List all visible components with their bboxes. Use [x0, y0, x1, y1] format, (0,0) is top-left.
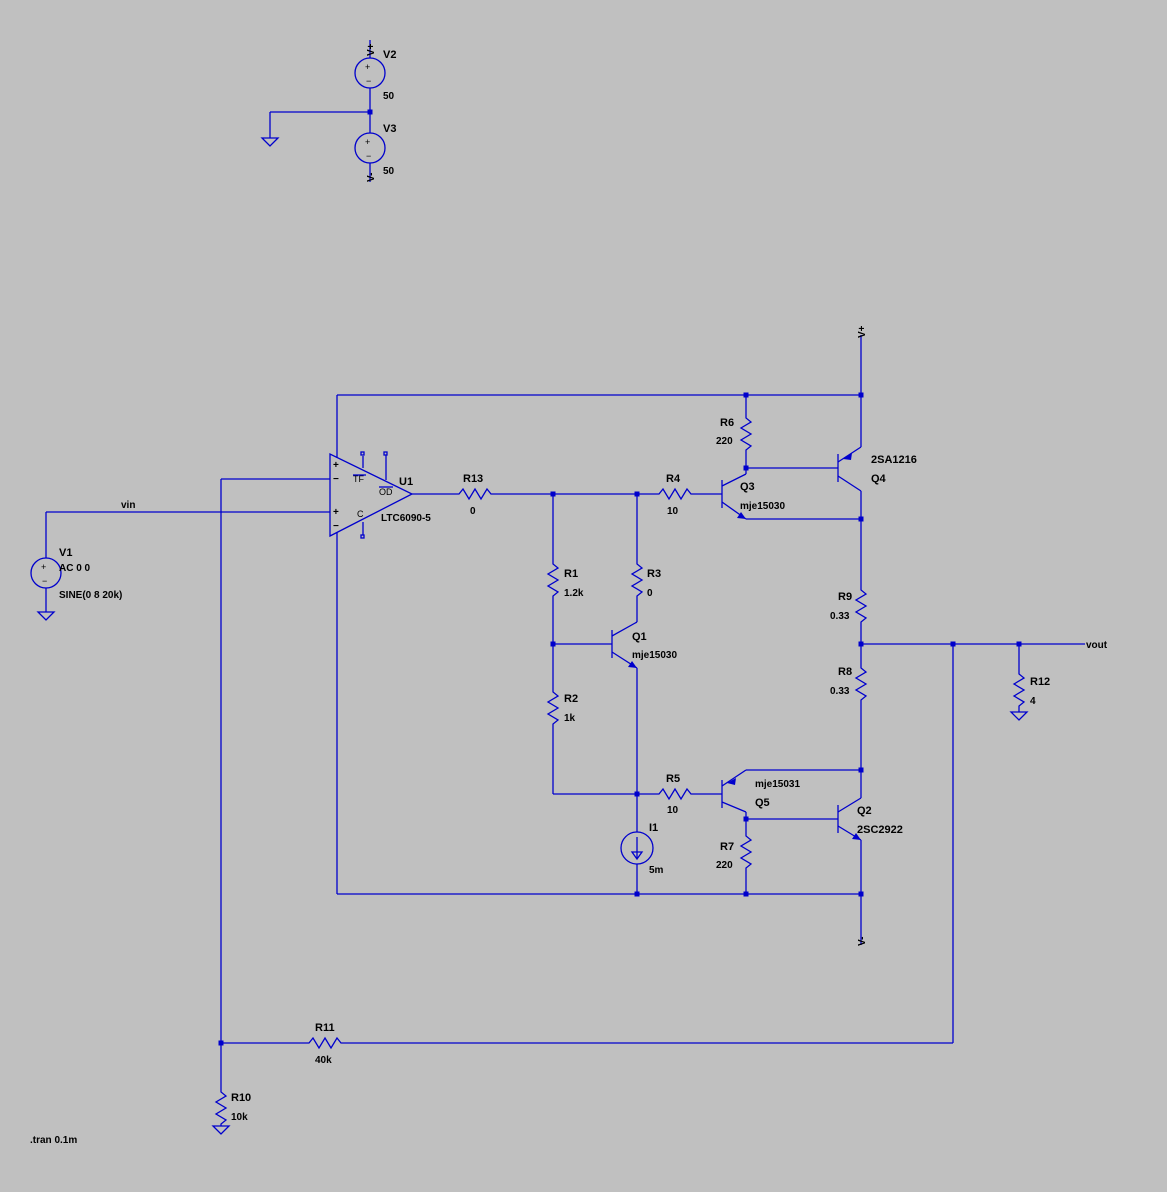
resistor-r12[interactable]: R12 4	[1009, 670, 1050, 721]
svg-text:R5: R5	[666, 773, 680, 785]
svg-text:2SA1216: 2SA1216	[871, 454, 917, 466]
svg-text:R11: R11	[315, 1022, 335, 1034]
svg-text:I1: I1	[649, 822, 658, 834]
v1-value2: SINE(0 8 20k)	[59, 590, 122, 601]
svg-text:R3: R3	[647, 568, 661, 580]
svg-text:0.33: 0.33	[830, 686, 850, 697]
svg-text:mje15030: mje15030	[740, 501, 785, 512]
v3-value: 50	[383, 166, 395, 177]
current-source-i1[interactable]: I1 5m	[620, 822, 664, 876]
resistor-r11[interactable]: R11 40k	[305, 1022, 343, 1066]
resistor-r6[interactable]: R6 220	[716, 414, 753, 452]
resistor-r4[interactable]: R4 10	[656, 473, 694, 517]
svg-text:Q1: Q1	[632, 631, 647, 643]
svg-text:40k: 40k	[315, 1055, 332, 1066]
svg-text:mje15030: mje15030	[632, 650, 677, 661]
resistor-r10[interactable]: R10 10k	[211, 1088, 251, 1135]
svg-text:Q2: Q2	[857, 805, 872, 817]
resistor-r9[interactable]: R9 0.33	[830, 586, 868, 626]
svg-text:−: −	[333, 521, 339, 532]
transistor-q5[interactable]: mje15031 Q5	[721, 769, 800, 813]
resistor-r5[interactable]: R5 10	[656, 773, 694, 816]
svg-text:0.33: 0.33	[830, 611, 850, 622]
svg-text:2SC2922: 2SC2922	[857, 824, 903, 836]
resistor-r8[interactable]: R8 0.33	[830, 664, 868, 704]
vplus-flag-main: V+	[857, 325, 868, 395]
svg-text:220: 220	[716, 860, 733, 871]
transistor-q2[interactable]: Q2 2SC2922	[837, 797, 903, 841]
net-label-vplus: V+	[366, 43, 377, 56]
opamp-pin-tf: TF	[353, 474, 364, 484]
svg-text:mje15031: mje15031	[755, 779, 800, 790]
svg-text:R13: R13	[463, 473, 483, 485]
resistor-r7[interactable]: R7 220	[716, 832, 753, 874]
svg-text:220: 220	[716, 436, 733, 447]
net-label-vin: vin	[121, 500, 135, 511]
v2-value: 50	[383, 91, 395, 102]
svg-text:R6: R6	[720, 417, 734, 429]
v1-ref: V1	[59, 547, 72, 559]
ground-icon	[260, 137, 280, 147]
svg-text:0: 0	[470, 506, 476, 517]
svg-text:R7: R7	[720, 841, 734, 853]
svg-text:0: 0	[647, 588, 653, 599]
resistor-r13[interactable]: R13 0	[456, 473, 494, 517]
svg-text:+: +	[365, 62, 370, 72]
transistor-q1[interactable]: Q1 mje15030	[611, 621, 677, 669]
opamp-pin-c: C	[357, 509, 364, 519]
svg-text:Q3: Q3	[740, 481, 755, 493]
svg-text:10: 10	[667, 506, 679, 517]
svg-text:Q4: Q4	[871, 473, 887, 485]
v3-ref: V3	[383, 123, 396, 135]
svg-text:R8: R8	[838, 666, 852, 678]
resistor-r2[interactable]: R2 1k	[546, 688, 578, 730]
vminus-flag-main: V-	[857, 894, 868, 946]
u1-value: LTC6090-5	[381, 513, 431, 524]
svg-text:10: 10	[667, 805, 679, 816]
vplus-flag-top: V+	[366, 40, 377, 58]
svg-text:5m: 5m	[649, 865, 664, 876]
net-label-vminus: V-	[366, 173, 377, 182]
spice-directive[interactable]: .tran 0.1m	[30, 1135, 77, 1146]
svg-text:R2: R2	[564, 693, 578, 705]
svg-text:1k: 1k	[564, 713, 576, 724]
opamp-pin-od: OD	[379, 487, 393, 497]
svg-text:R1: R1	[564, 568, 578, 580]
net-label-vout: vout	[1086, 640, 1108, 651]
svg-text:4: 4	[1030, 696, 1036, 707]
svg-text:Q5: Q5	[755, 797, 770, 809]
svg-text:R10: R10	[231, 1092, 251, 1104]
svg-text:+: +	[41, 562, 46, 572]
vminus-flag-top: V-	[366, 163, 377, 182]
voltage-source-v1[interactable]: + − V1 AC 0 0 SINE(0 8 20k)	[30, 547, 122, 621]
svg-text:V+: V+	[857, 325, 868, 338]
svg-text:−: −	[366, 151, 371, 161]
svg-text:+: +	[333, 507, 339, 518]
voltage-source-v3[interactable]: + − V3 50	[354, 123, 396, 177]
svg-text:−: −	[333, 474, 339, 485]
svg-text:+: +	[333, 460, 339, 471]
transistor-q4[interactable]: 2SA1216 Q4	[837, 446, 917, 492]
svg-text:R12: R12	[1030, 676, 1050, 688]
transistor-q3[interactable]: Q3 mje15030	[721, 473, 785, 520]
v2-ref: V2	[383, 49, 396, 61]
opamp-u1[interactable]: + − + − TF OD C U1 LTC6090-5	[329, 451, 431, 539]
svg-text:−: −	[366, 76, 371, 86]
svg-text:10k: 10k	[231, 1112, 248, 1123]
resistor-r1[interactable]: R1 1.2k	[546, 560, 584, 602]
svg-text:V-: V-	[857, 937, 868, 946]
svg-text:R4: R4	[666, 473, 681, 485]
resistor-r3[interactable]: R3 0	[630, 560, 661, 602]
svg-text:+: +	[365, 137, 370, 147]
svg-text:R9: R9	[838, 591, 852, 603]
svg-text:−: −	[42, 576, 47, 586]
v1-value: AC 0 0	[59, 563, 91, 574]
svg-text:1.2k: 1.2k	[564, 588, 584, 599]
u1-ref: U1	[399, 476, 413, 488]
